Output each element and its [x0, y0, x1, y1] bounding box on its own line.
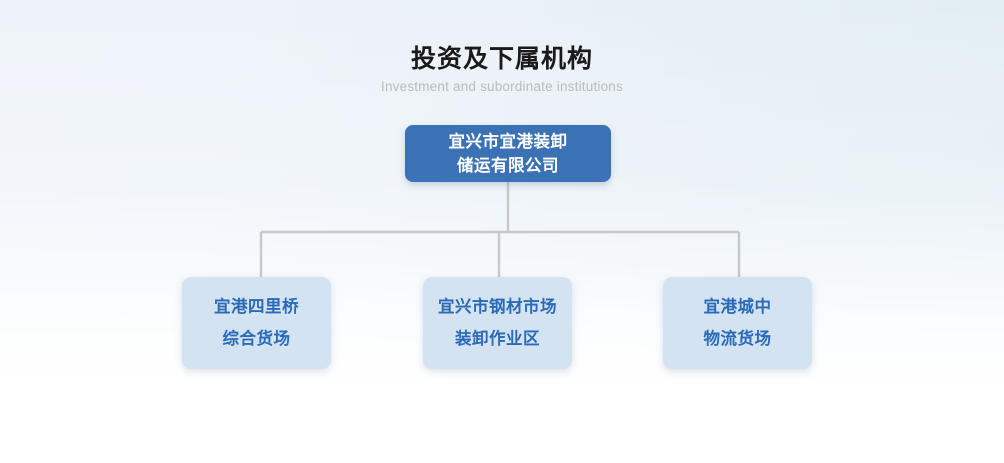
org-node-child-0-line-1: 宜港四里桥 [214, 298, 299, 316]
page-subtitle: Investment and subordinate institutions [381, 79, 623, 94]
chart-heading: 投资及下属机构 Investment and subordinate insti… [0, 44, 1004, 96]
org-node-child-2[interactable]: 宜港城中 物流货场 [663, 277, 812, 369]
page-title: 投资及下属机构 [410, 45, 593, 73]
org-node-root[interactable]: 宜兴市宜港装卸 储运有限公司 [405, 125, 611, 182]
org-node-child-1-line-1: 宜兴市钢材市场 [438, 298, 557, 316]
org-node-root-line-2: 储运有限公司 [457, 156, 559, 175]
org-node-root-line-1: 宜兴市宜港装卸 [448, 132, 568, 151]
org-node-child-2-line-2: 物流货场 [703, 330, 772, 348]
org-node-child-0[interactable]: 宜港四里桥 综合货场 [182, 277, 331, 369]
org-node-child-1-line-2: 装卸作业区 [455, 330, 540, 348]
org-node-child-0-line-2: 综合货场 [222, 330, 291, 348]
org-node-child-1[interactable]: 宜兴市钢材市场 装卸作业区 [423, 277, 572, 369]
org-node-child-2-line-1: 宜港城中 [703, 298, 772, 316]
